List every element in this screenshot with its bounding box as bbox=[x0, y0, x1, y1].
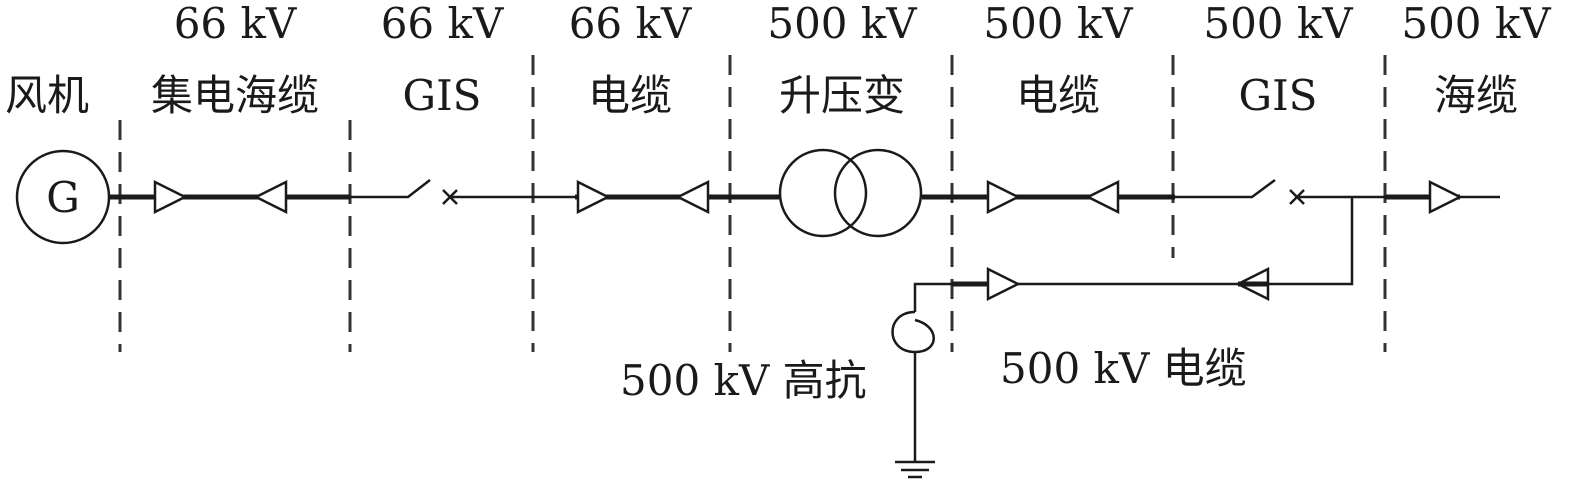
section-label-66kv-collector-cable: 集电海缆 bbox=[151, 71, 319, 120]
cable-termination-2 bbox=[253, 179, 288, 215]
reactor-label: 500 kV 高抗 bbox=[620, 356, 867, 405]
section-label-66kv-gis-voltage: 66 kV bbox=[381, 0, 504, 48]
cable-termination-7 bbox=[1428, 179, 1463, 215]
section-label-500kv-cable: 电缆 bbox=[1016, 71, 1100, 120]
generator-symbol-label: G bbox=[46, 173, 80, 222]
section-dividers bbox=[118, 55, 1387, 352]
section-label-turbine: 风机 bbox=[5, 71, 89, 120]
cable-termination-3 bbox=[576, 179, 611, 215]
section-label-66kv-cable: 电缆 bbox=[588, 71, 672, 120]
main-line bbox=[109, 178, 1500, 200]
breaker-66kv bbox=[442, 189, 458, 205]
section-label-66kv-gis: GIS bbox=[403, 71, 482, 120]
cable-termination-1 bbox=[153, 179, 188, 215]
cable-termination-8 bbox=[986, 266, 1021, 302]
breaker-66kv-x-b bbox=[442, 189, 458, 205]
breakers bbox=[442, 189, 1305, 205]
ground-icon bbox=[895, 460, 935, 479]
breaker-500kv-x-b bbox=[1289, 189, 1305, 205]
section-label-500kv-gis: GIS bbox=[1239, 71, 1318, 120]
branch-tap-wire bbox=[1268, 197, 1354, 286]
cable-termination-5 bbox=[986, 179, 1021, 215]
gis500-wire-left bbox=[1175, 178, 1276, 199]
section-label-66kv-collector-voltage: 66 kV bbox=[174, 0, 297, 48]
cable-termination-6 bbox=[1085, 179, 1120, 215]
generator: G bbox=[15, 149, 111, 245]
section-label-step-up-transformer: 升压变 bbox=[779, 71, 905, 120]
gis66-wire-left bbox=[350, 179, 431, 199]
section-label-66kv-cable-voltage: 66 kV bbox=[569, 0, 692, 48]
breaker-500kv bbox=[1289, 189, 1305, 205]
section-label-500kv-submarine-voltage: 500 kV bbox=[1401, 0, 1551, 48]
transformer-winding-primary bbox=[778, 148, 868, 238]
branch-cable-label: 500 kV 电缆 bbox=[1000, 344, 1247, 393]
reactor-coil bbox=[891, 310, 935, 354]
generator-circle bbox=[15, 149, 111, 245]
section-labels: 风机 66 kV 集电海缆 66 kV GIS 66 kV 电缆 500 kV … bbox=[5, 0, 1551, 120]
section-label-500kv-cable-voltage: 500 kV bbox=[983, 0, 1133, 48]
section-label-step-up-voltage: 500 kV bbox=[767, 0, 917, 48]
step-up-transformer bbox=[778, 148, 923, 238]
reactor-branch bbox=[891, 197, 1354, 462]
reactor-feed-wire bbox=[913, 282, 952, 312]
section-label-500kv-gis-voltage: 500 kV bbox=[1203, 0, 1353, 48]
section-label-500kv-submarine-cable: 海缆 bbox=[1434, 71, 1518, 120]
cable-termination-4 bbox=[675, 179, 710, 215]
transformer-winding-secondary bbox=[833, 148, 923, 238]
